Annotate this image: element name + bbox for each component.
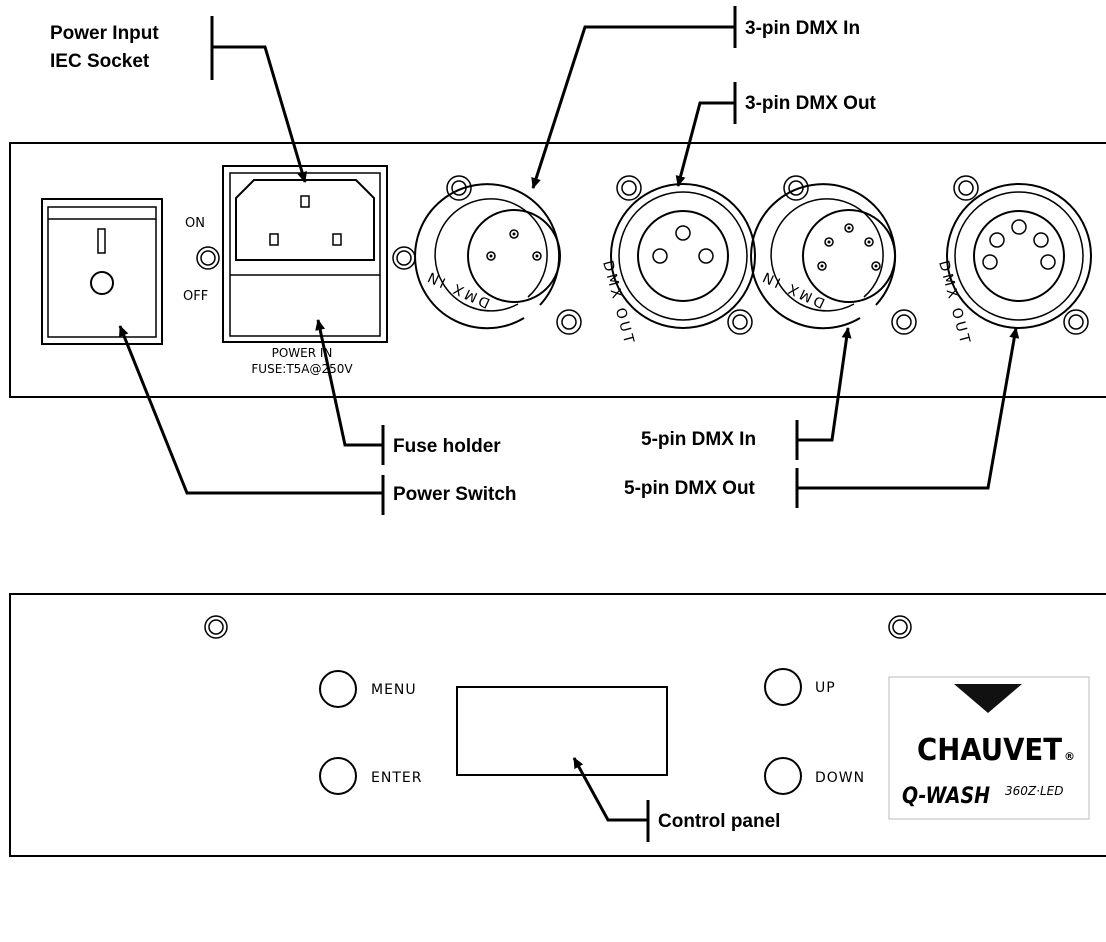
logo-registered-mark: ® (1064, 750, 1075, 763)
screw-icon (392, 246, 416, 270)
power-switch (41, 198, 163, 345)
up-button-label: UP (815, 680, 836, 696)
callout-power-input-line2: IEC Socket (50, 51, 150, 72)
down-button[interactable] (764, 757, 802, 795)
iec-socket (222, 165, 388, 343)
dmx-out-label: DMX OUT (935, 259, 973, 348)
dmx5-out-connector: DMX OUT (935, 175, 1092, 348)
dmx5-in-connector: DMX IN (750, 175, 917, 335)
live-pin-icon (269, 233, 279, 246)
screw-icon (196, 246, 220, 270)
callout-dmx3-in-label: 3-pin DMX In (745, 18, 860, 39)
lcd-display (456, 686, 668, 776)
callout-power-input: Power Input IEC Socket (50, 16, 307, 183)
callout-dmx5-in-label: 5-pin DMX In (641, 429, 756, 450)
dmx3-out-connector: DMX OUT (599, 175, 756, 348)
neutral-pin-icon (332, 233, 342, 246)
menu-button[interactable] (319, 670, 357, 708)
down-button-label: DOWN (815, 770, 865, 786)
front-panel-outline (9, 593, 1106, 857)
screw-icon (204, 615, 228, 639)
switch-on-label: ON (185, 216, 205, 231)
logo-model: 360Z·LED (1005, 784, 1063, 798)
logo-brand: CHAUVET (917, 733, 1062, 768)
earth-pin-icon (300, 195, 310, 208)
enter-button[interactable] (319, 757, 357, 795)
callout-control-panel: Control panel (572, 757, 780, 842)
callout-power-switch-label: Power Switch (393, 484, 517, 505)
dmx3-in-connector: DMX IN (414, 175, 582, 335)
enter-button-label: ENTER (371, 770, 422, 786)
triangle-logo-icon (954, 684, 1022, 713)
callout-fuse-holder: Fuse holder (315, 319, 501, 465)
on-mark-icon (97, 228, 106, 254)
logo-product: Q-WASH (902, 784, 990, 809)
callout-dmx3-out-label: 3-pin DMX Out (745, 93, 877, 114)
callout-control-panel-label: Control panel (658, 811, 780, 832)
dmx-out-label: DMX OUT (599, 259, 637, 348)
callout-dmx3-out: 3-pin DMX Out (675, 82, 877, 187)
callout-power-switch: Power Switch (118, 325, 517, 515)
callout-power-input-line1: Power Input (50, 23, 159, 44)
up-button[interactable] (764, 668, 802, 706)
callout-dmx5-in: 5-pin DMX In (641, 327, 852, 460)
switch-off-label: OFF (183, 289, 208, 304)
menu-button-label: MENU (371, 682, 417, 698)
rear-panel: ON OFF POWER IN FUSE:T5A@250V (9, 142, 1106, 398)
callout-fuse-holder-label: Fuse holder (393, 436, 501, 457)
screw-icon (888, 615, 912, 639)
power-in-label: POWER IN (272, 346, 333, 360)
fuse-rating-label: FUSE:T5A@250V (251, 362, 353, 376)
callout-dmx3-in: 3-pin DMX In (531, 6, 860, 189)
chauvet-logo: CHAUVET ® Q-WASH 360Z·LED (888, 676, 1090, 820)
off-mark-icon (90, 271, 114, 295)
rear-panel-outline (9, 142, 1106, 398)
front-panel: MENU ENTER UP DOWN CHAUVET ® Q-WASH 360Z… (9, 593, 1106, 857)
callout-dmx5-out-label: 5-pin DMX Out (624, 478, 756, 499)
callout-dmx5-out: 5-pin DMX Out (624, 327, 1020, 508)
